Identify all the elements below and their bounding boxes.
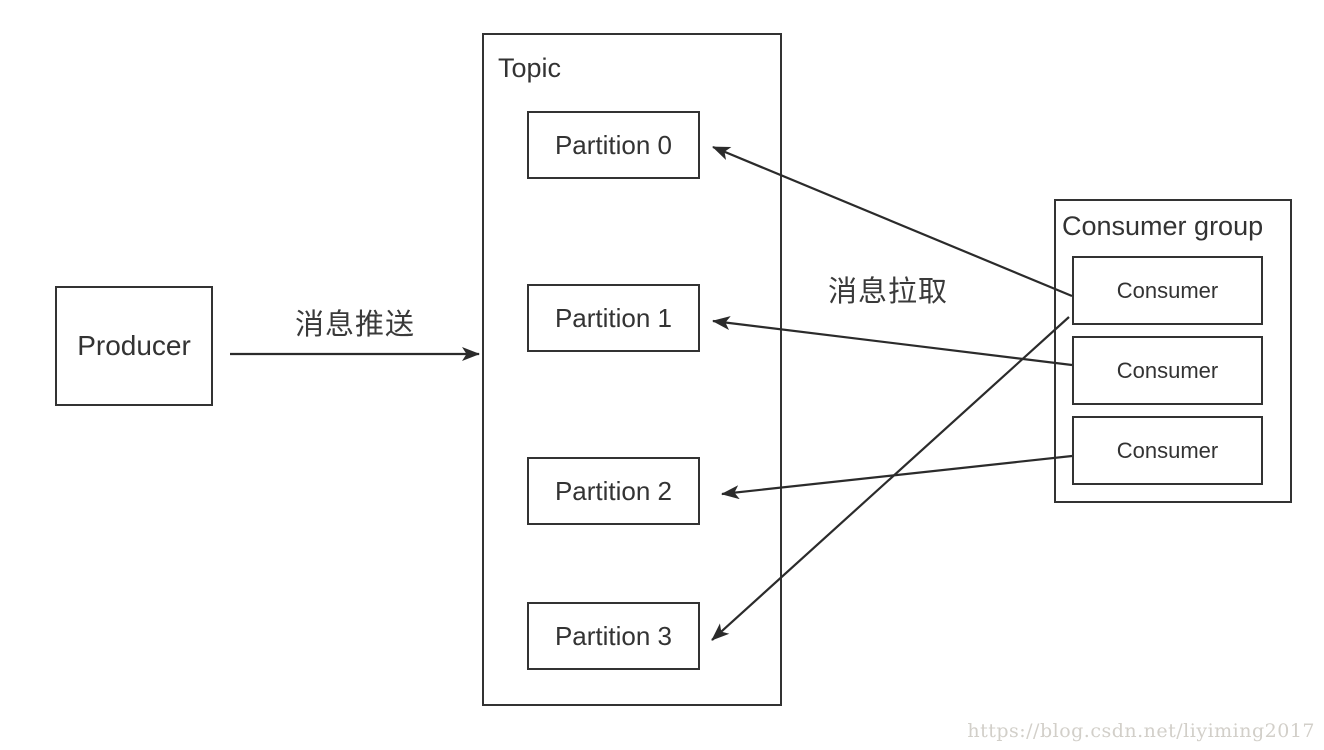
topic-label: Topic: [498, 53, 562, 83]
watermark-text: https://blog.csdn.net/liyiming2017: [967, 720, 1315, 742]
partition-node-3: Partition 3: [527, 602, 700, 670]
producer-label: Producer: [77, 330, 191, 361]
consumer-group-label: Consumer group: [1062, 211, 1264, 241]
consumer-label-1: Consumer: [1116, 357, 1219, 383]
partition-label-2: Partition 2: [554, 475, 673, 506]
consumer-node-1: Consumer: [1072, 336, 1263, 405]
partition-label-1: Partition 1: [554, 302, 673, 333]
consumer-node-0: Consumer: [1072, 256, 1263, 325]
push-edge-label: 消息推送: [295, 309, 416, 341]
partition-node-2: Partition 2: [527, 457, 700, 525]
partition-label-3: Partition 3: [554, 620, 673, 651]
partition-node-1: Partition 1: [527, 284, 700, 352]
partition-label-0: Partition 0: [554, 129, 673, 160]
producer-node: Producer: [55, 286, 213, 406]
consumer-label-2: Consumer: [1116, 437, 1219, 463]
pull-edge-label: 消息拉取: [828, 276, 949, 308]
consumer-label-0: Consumer: [1116, 277, 1219, 303]
consumer-node-2: Consumer: [1072, 416, 1263, 485]
partition-node-0: Partition 0: [527, 111, 700, 179]
